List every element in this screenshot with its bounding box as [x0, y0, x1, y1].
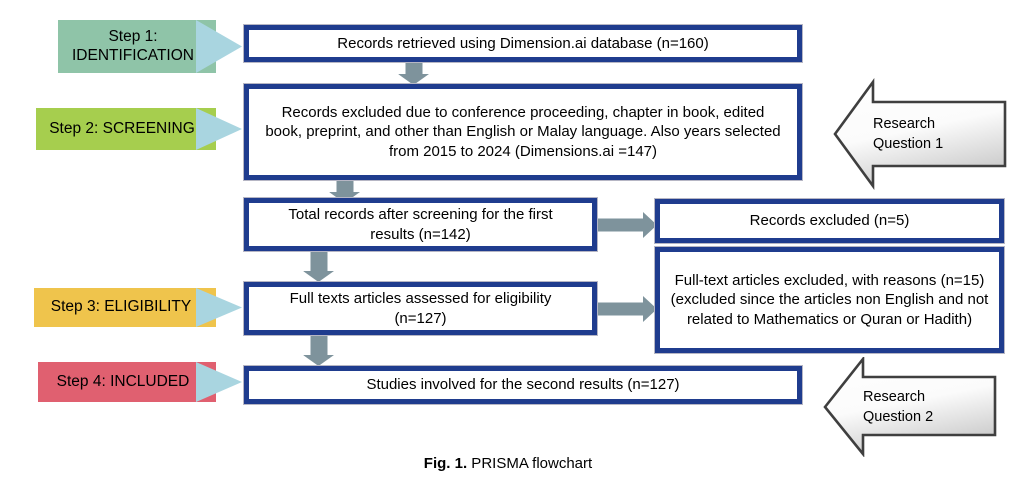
research-question-2-label: Research Question 2	[863, 389, 934, 425]
connector-total-to-fulltext	[303, 252, 334, 282]
connector-shaft	[310, 336, 327, 357]
box-total-after-screening: Total records after screening for the fi…	[243, 197, 598, 252]
box-full-texts-assessed-text: Full texts articles assessed for eligibi…	[289, 290, 552, 327]
step-banner-identification: Step 1: IDENTIFICATION	[58, 20, 242, 73]
figure-caption: Fig. 1. PRISMA flowchart	[0, 455, 1016, 472]
box-full-text-excluded-reasons: Full-text articles excluded, with reason…	[654, 246, 1005, 354]
step-banner-included: Step 4: INCLUDED	[38, 362, 242, 402]
box-total-after-screening-text: Total records after screening for the fi…	[288, 206, 553, 243]
connector-fulltext-to-studies	[303, 336, 334, 366]
left-arrow-shape	[823, 357, 997, 457]
box-records-retrieved-text: Records retrieved using Dimension.ai dat…	[337, 34, 709, 52]
box-full-text-excluded-reasons-text: Full-text articles excluded, with reason…	[670, 271, 989, 328]
box-records-excluded-n5-text: Records excluded (n=5)	[749, 212, 910, 230]
box-records-excluded-screening-text: Records excluded due to conference proce…	[265, 103, 781, 160]
box-studies-included-text: Studies involved for the second results …	[366, 376, 680, 394]
connector-fulltext-to-excluded-reasons	[598, 296, 657, 322]
step-banner-eligibility: Step 3: ELIGIBILITY	[34, 288, 242, 327]
connector-shaft	[598, 302, 646, 316]
step-label-identification: Step 1: IDENTIFICATION	[72, 28, 194, 64]
box-studies-included: Studies involved for the second results …	[243, 365, 803, 405]
connector-shaft	[405, 63, 422, 76]
box-full-texts-assessed: Full texts articles assessed for eligibi…	[243, 281, 598, 336]
box-inner: Records excluded due to conference proce…	[244, 84, 802, 180]
step-banner-screening: Step 2: SCREENING	[36, 108, 242, 150]
box-inner: Total records after screening for the fi…	[244, 198, 597, 251]
step-label-screening: Step 2: SCREENING	[49, 119, 195, 137]
connector-arrowhead	[303, 355, 334, 366]
box-inner: Full texts articles assessed for eligibi…	[244, 282, 597, 335]
box-records-retrieved: Records retrieved using Dimension.ai dat…	[243, 24, 803, 63]
connector-shaft	[310, 252, 327, 273]
connector-total-to-excluded5	[598, 212, 657, 238]
box-inner: Studies involved for the second results …	[244, 366, 802, 404]
step-label-included: Step 4: INCLUDED	[56, 372, 190, 390]
figure-caption-number: Fig. 1.	[423, 455, 468, 472]
connector-shaft	[598, 218, 646, 232]
connector-arrowhead	[398, 74, 429, 85]
step-label-eligibility: Step 3: ELIGIBILITY	[50, 298, 192, 316]
box-inner: Records excluded (n=5)	[655, 199, 1004, 243]
box-inner: Records retrieved using Dimension.ai dat…	[244, 25, 802, 62]
figure-caption-text: PRISMA flowchart	[467, 455, 593, 472]
research-question-1-callout: Research Question 1	[833, 78, 1008, 190]
connector-retrieved-to-excluded	[398, 63, 429, 85]
box-inner: Full-text articles excluded, with reason…	[655, 247, 1004, 353]
left-arrow-shape	[833, 78, 1007, 190]
connector-shaft	[336, 181, 353, 194]
box-records-excluded-screening: Records excluded due to conference proce…	[243, 83, 803, 181]
connector-arrowhead	[303, 271, 334, 282]
research-question-2-callout: Research Question 2	[823, 357, 998, 457]
box-records-excluded-n5: Records excluded (n=5)	[654, 198, 1005, 244]
research-question-1-label: Research Question 1	[873, 116, 944, 152]
